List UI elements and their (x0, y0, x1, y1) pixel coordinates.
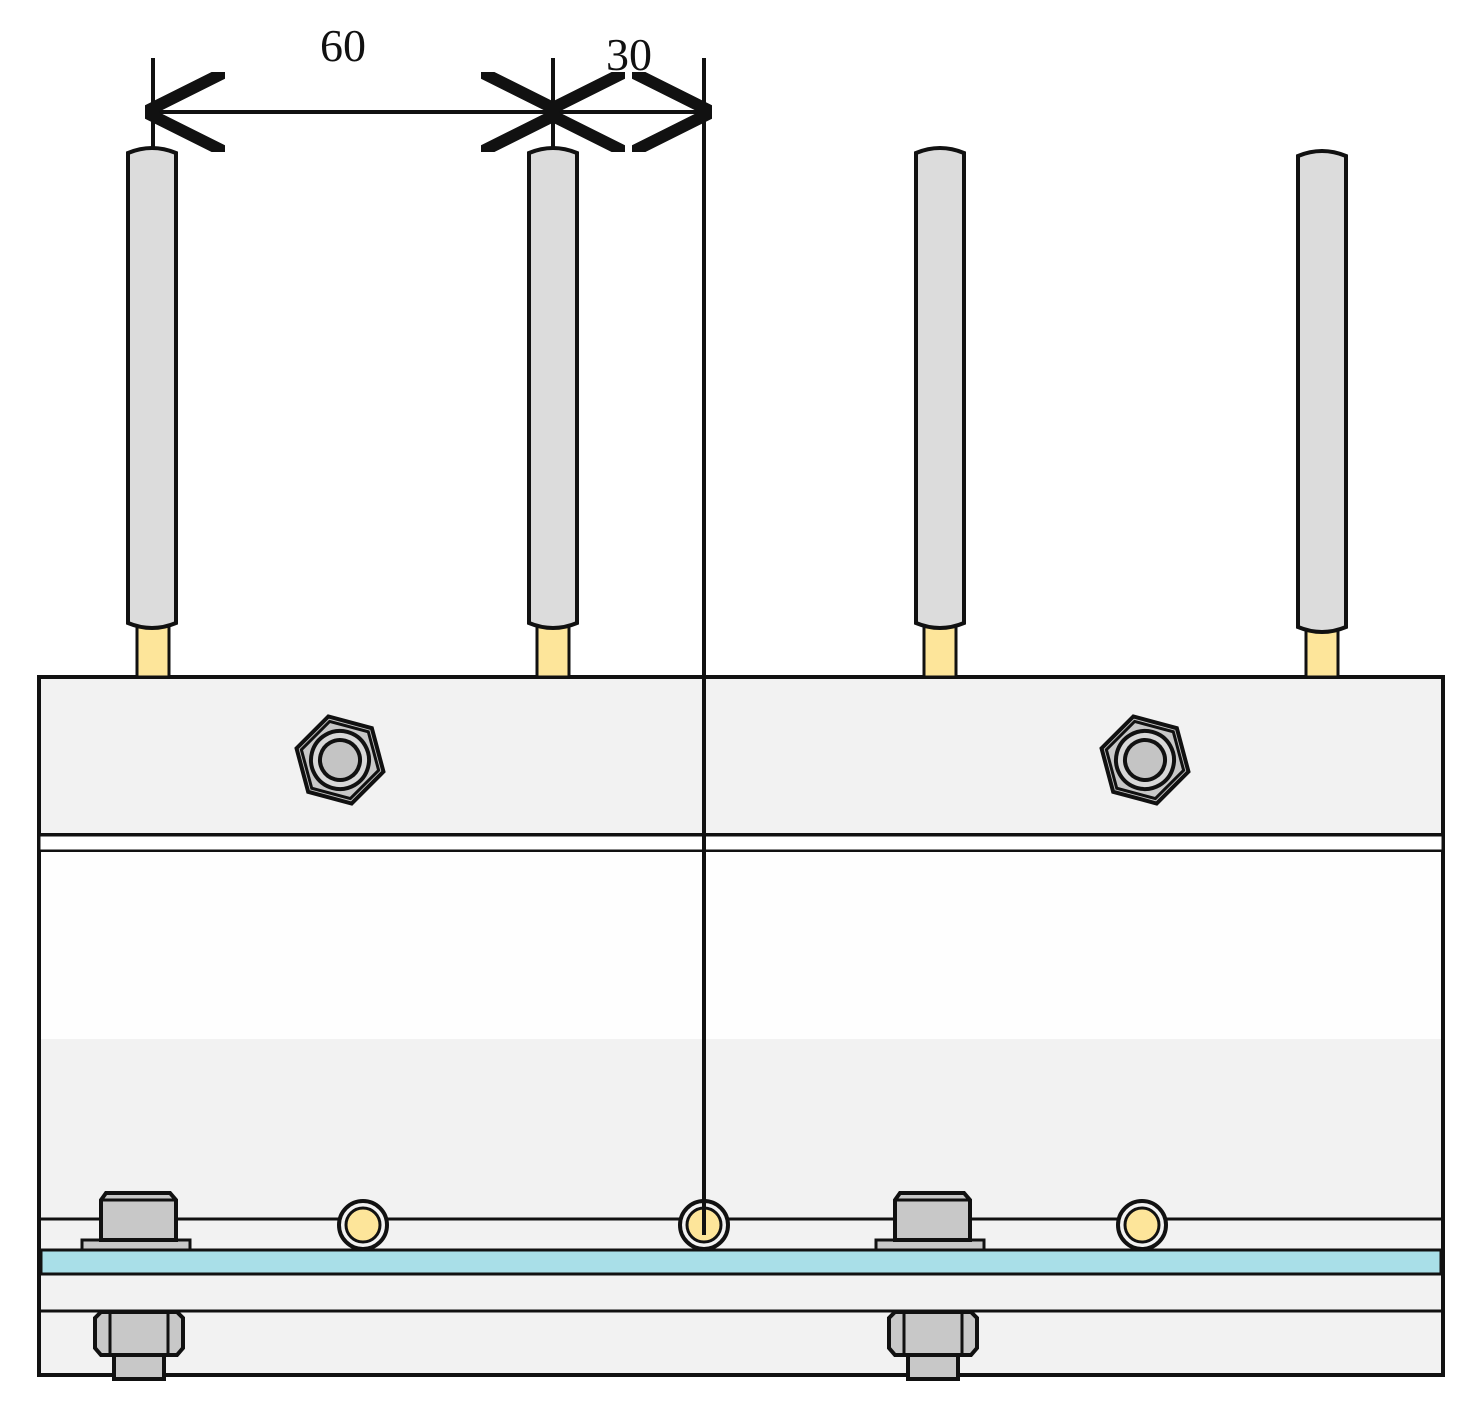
bolt-right-nut (887, 1310, 979, 1357)
dimension-label-30: 30 (606, 29, 652, 80)
bolt-right (874, 1191, 986, 1381)
insulation-strip (39, 1248, 1443, 1276)
pin-1 (337, 1199, 389, 1251)
pin-3 (1116, 1199, 1168, 1251)
bolt-left (80, 1191, 192, 1381)
rod-3-shaft (914, 146, 966, 630)
lower-clamp-plate (41, 1039, 1441, 1219)
bolt-left-nut (93, 1310, 185, 1357)
hex-nut-right (1099, 714, 1191, 806)
rod-4 (1296, 149, 1348, 679)
rod-2-shaft (527, 146, 579, 630)
pin-2 (678, 1199, 730, 1251)
bolt-left-thread (112, 1353, 166, 1381)
hex-nut-left-bolt-end (318, 738, 362, 782)
rod-4-shaft (1296, 149, 1348, 634)
rod-3-base (922, 618, 958, 679)
rod-2 (527, 146, 579, 679)
rod-3 (914, 146, 966, 679)
upper-clamp-plate (37, 675, 1445, 837)
middle-gap (41, 852, 1441, 1039)
bolt-right-thread (906, 1353, 960, 1381)
dimension-label-60: 60 (320, 20, 366, 71)
hex-nut-left (294, 714, 386, 806)
upper-rail (37, 833, 1445, 853)
hex-nut-right-bolt-end (1123, 738, 1167, 782)
rod-1-shaft (126, 146, 178, 630)
rod-1 (126, 146, 178, 679)
